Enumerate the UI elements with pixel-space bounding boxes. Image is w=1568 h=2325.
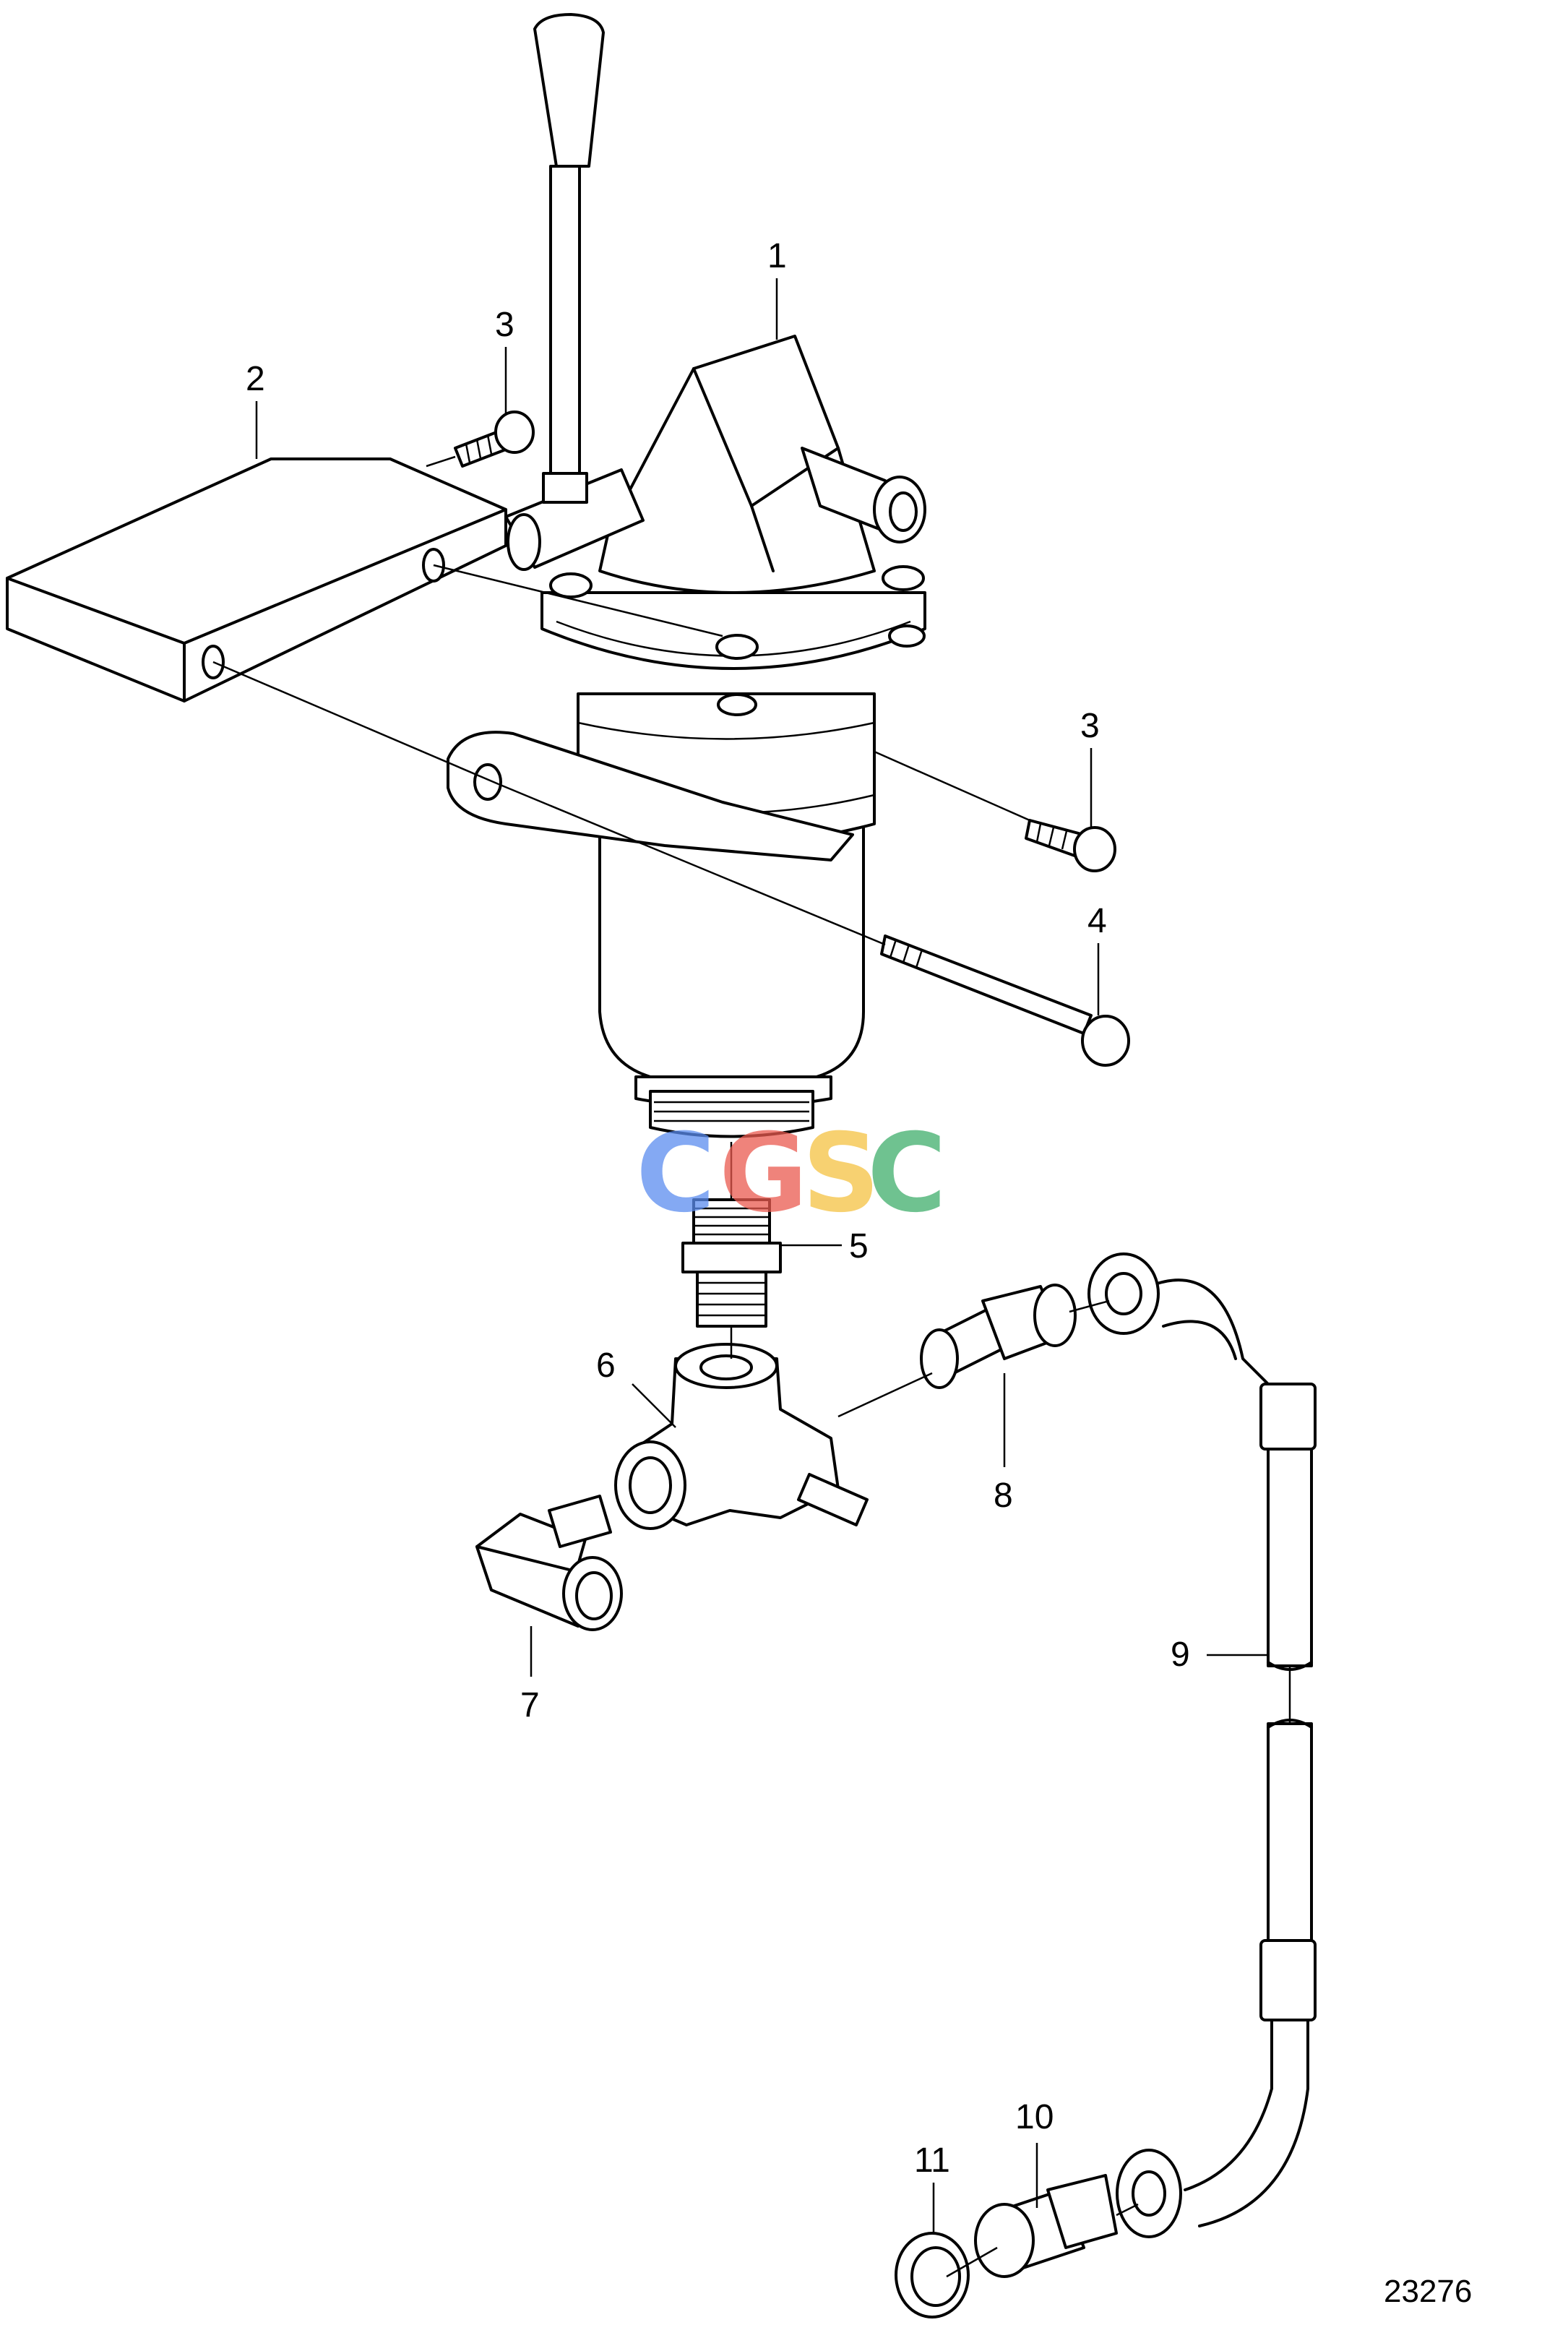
callout-9: 9 <box>1171 1636 1190 1674</box>
watermark-letter-4: C <box>867 1111 947 1237</box>
callout-5: 5 <box>849 1227 869 1265</box>
callout-11: 11 <box>914 2141 950 2180</box>
callout-3-right: 3 <box>1080 707 1100 745</box>
callout-1: 1 <box>767 237 787 275</box>
cross-fitting-6 <box>614 1343 869 1530</box>
callout-7: 7 <box>520 1686 540 1724</box>
union-10 <box>974 2174 1118 2278</box>
union-8 <box>920 1284 1077 1389</box>
fuel-pump-body <box>447 335 926 1138</box>
assembly-lines <box>212 455 1291 2278</box>
hose-9 <box>1087 1252 1317 2238</box>
callout-8: 8 <box>994 1477 1013 1515</box>
callout-10: 10 <box>1015 2098 1054 2136</box>
watermark-letter-2: G <box>719 1111 808 1237</box>
callout-labels: 1 2 3 3 4 5 6 7 8 9 10 11 <box>246 237 1190 2180</box>
sealing-ring-11 <box>895 2232 970 2318</box>
callout-3-upper: 3 <box>495 306 514 344</box>
watermark-logo: C G S C <box>636 1111 947 1237</box>
bolt-3-upper <box>454 411 535 468</box>
callout-2: 2 <box>246 360 265 398</box>
elbow-7 <box>475 1495 623 1631</box>
long-bolt-4 <box>880 934 1130 1067</box>
pump-handle <box>533 13 605 504</box>
callout-6: 6 <box>596 1346 616 1385</box>
leader-lines <box>255 278 1268 2233</box>
bolt-3-right <box>1025 819 1116 872</box>
watermark-letter-3: S <box>802 1111 880 1237</box>
watermark-letter-1: C <box>636 1111 715 1237</box>
figure-number: 23276 <box>1384 2274 1472 2309</box>
callout-4: 4 <box>1087 902 1107 940</box>
mounting-plate <box>6 457 507 702</box>
